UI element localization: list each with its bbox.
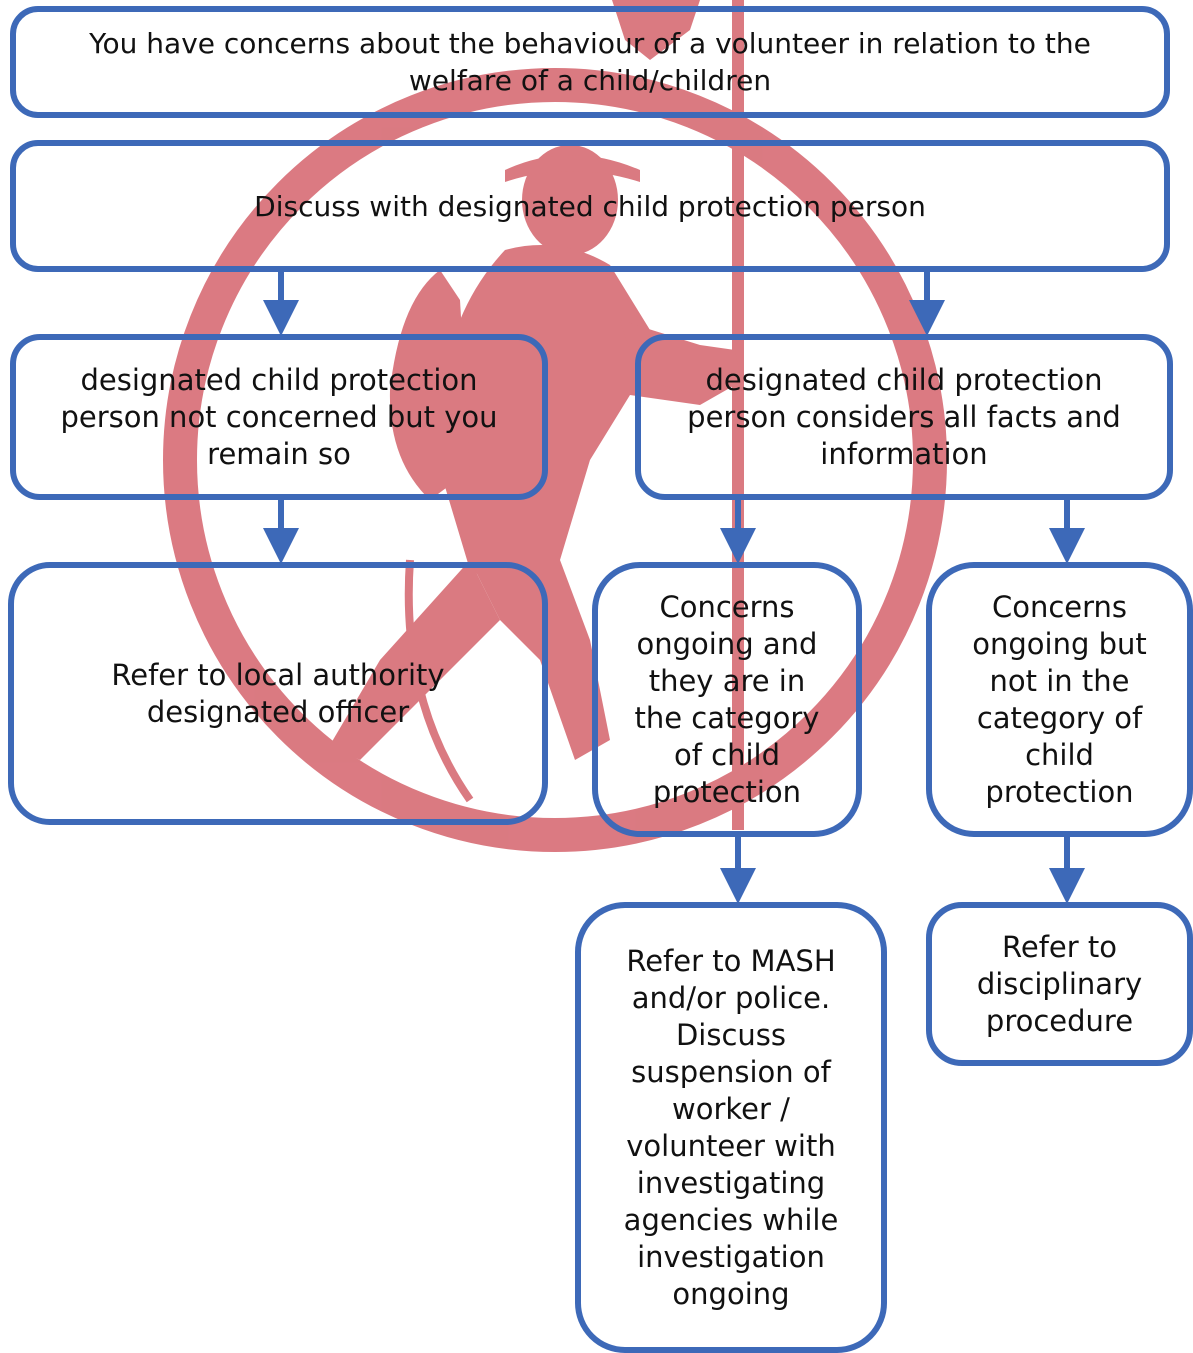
node-line: person not concerned but you — [60, 399, 498, 434]
node-concerns-child-protection: Concerns ongoing and they are in the cat… — [592, 562, 862, 837]
node-refer-to-mash-police: Refer to MASH and/or police. Discuss sus… — [575, 902, 887, 1353]
node-line: welfare of a child/children — [408, 64, 772, 97]
node-line: not in the — [989, 663, 1130, 698]
node-concerns-about-volunteer: You have concerns about the behaviour of… — [10, 6, 1170, 118]
node-text: Concerns ongoing and they are in the cat… — [635, 589, 820, 811]
node-line: Refer to local authority — [111, 657, 445, 692]
node-line: Concerns — [991, 589, 1128, 624]
node-line: protection — [652, 774, 802, 809]
node-line: You have concerns about the behaviour of… — [89, 27, 1091, 60]
node-line: designated child protection — [80, 362, 478, 397]
node-refer-to-local-authority-officer: Refer to local authority designated offi… — [8, 562, 548, 825]
node-line: Discuss — [675, 1017, 787, 1052]
node-line: remain so — [207, 436, 351, 471]
node-concerns-not-child-protection: Concerns ongoing but not in the category… — [926, 562, 1193, 837]
node-discuss-with-designated-person: Discuss with designated child protection… — [10, 140, 1170, 272]
node-text: designated child protection person consi… — [687, 362, 1121, 473]
node-line: protection — [985, 774, 1134, 809]
node-line: volunteer with — [626, 1128, 836, 1163]
node-text: designated child protection person not c… — [60, 362, 497, 473]
node-line: information — [820, 436, 988, 471]
node-line: designated child protection — [705, 362, 1103, 397]
node-line: the category — [634, 700, 820, 735]
node-refer-to-disciplinary-procedure: Refer to disciplinary procedure — [926, 902, 1193, 1066]
node-line: ongoing — [672, 1276, 790, 1311]
node-text: Refer to disciplinary procedure — [977, 929, 1142, 1040]
node-line: Concerns — [659, 589, 795, 624]
node-line: investigation — [637, 1239, 825, 1274]
node-text: You have concerns about the behaviour of… — [89, 25, 1091, 99]
node-line: person considers all facts and — [687, 399, 1121, 434]
node-text: Concerns ongoing but not in the category… — [972, 589, 1147, 811]
node-text: Discuss with designated child protection… — [254, 188, 926, 225]
node-line: Refer to MASH — [626, 943, 836, 978]
node-line: they are in — [648, 663, 806, 698]
node-text: Refer to MASH and/or police. Discuss sus… — [624, 943, 839, 1313]
node-line: Refer to — [1002, 929, 1117, 964]
node-line: child — [1025, 737, 1094, 772]
node-line: and/or police. — [631, 980, 831, 1015]
node-line: investigating — [636, 1165, 826, 1200]
node-line: suspension of — [631, 1054, 831, 1089]
node-designated-person-not-concerned: designated child protection person not c… — [10, 334, 548, 500]
node-line: ongoing but — [972, 626, 1147, 661]
node-line: procedure — [985, 1003, 1134, 1038]
node-line: category of — [976, 700, 1143, 735]
node-line: Discuss with designated child protection… — [254, 189, 926, 223]
node-line: ongoing and — [636, 626, 818, 661]
node-line: worker / — [672, 1091, 790, 1126]
node-line: disciplinary — [976, 966, 1143, 1001]
node-line: of child — [673, 737, 780, 772]
node-line: designated officer — [146, 694, 410, 729]
node-text: Refer to local authority designated offi… — [111, 657, 444, 731]
node-designated-person-considers-facts: designated child protection person consi… — [635, 334, 1173, 500]
node-line: agencies while — [623, 1202, 839, 1237]
